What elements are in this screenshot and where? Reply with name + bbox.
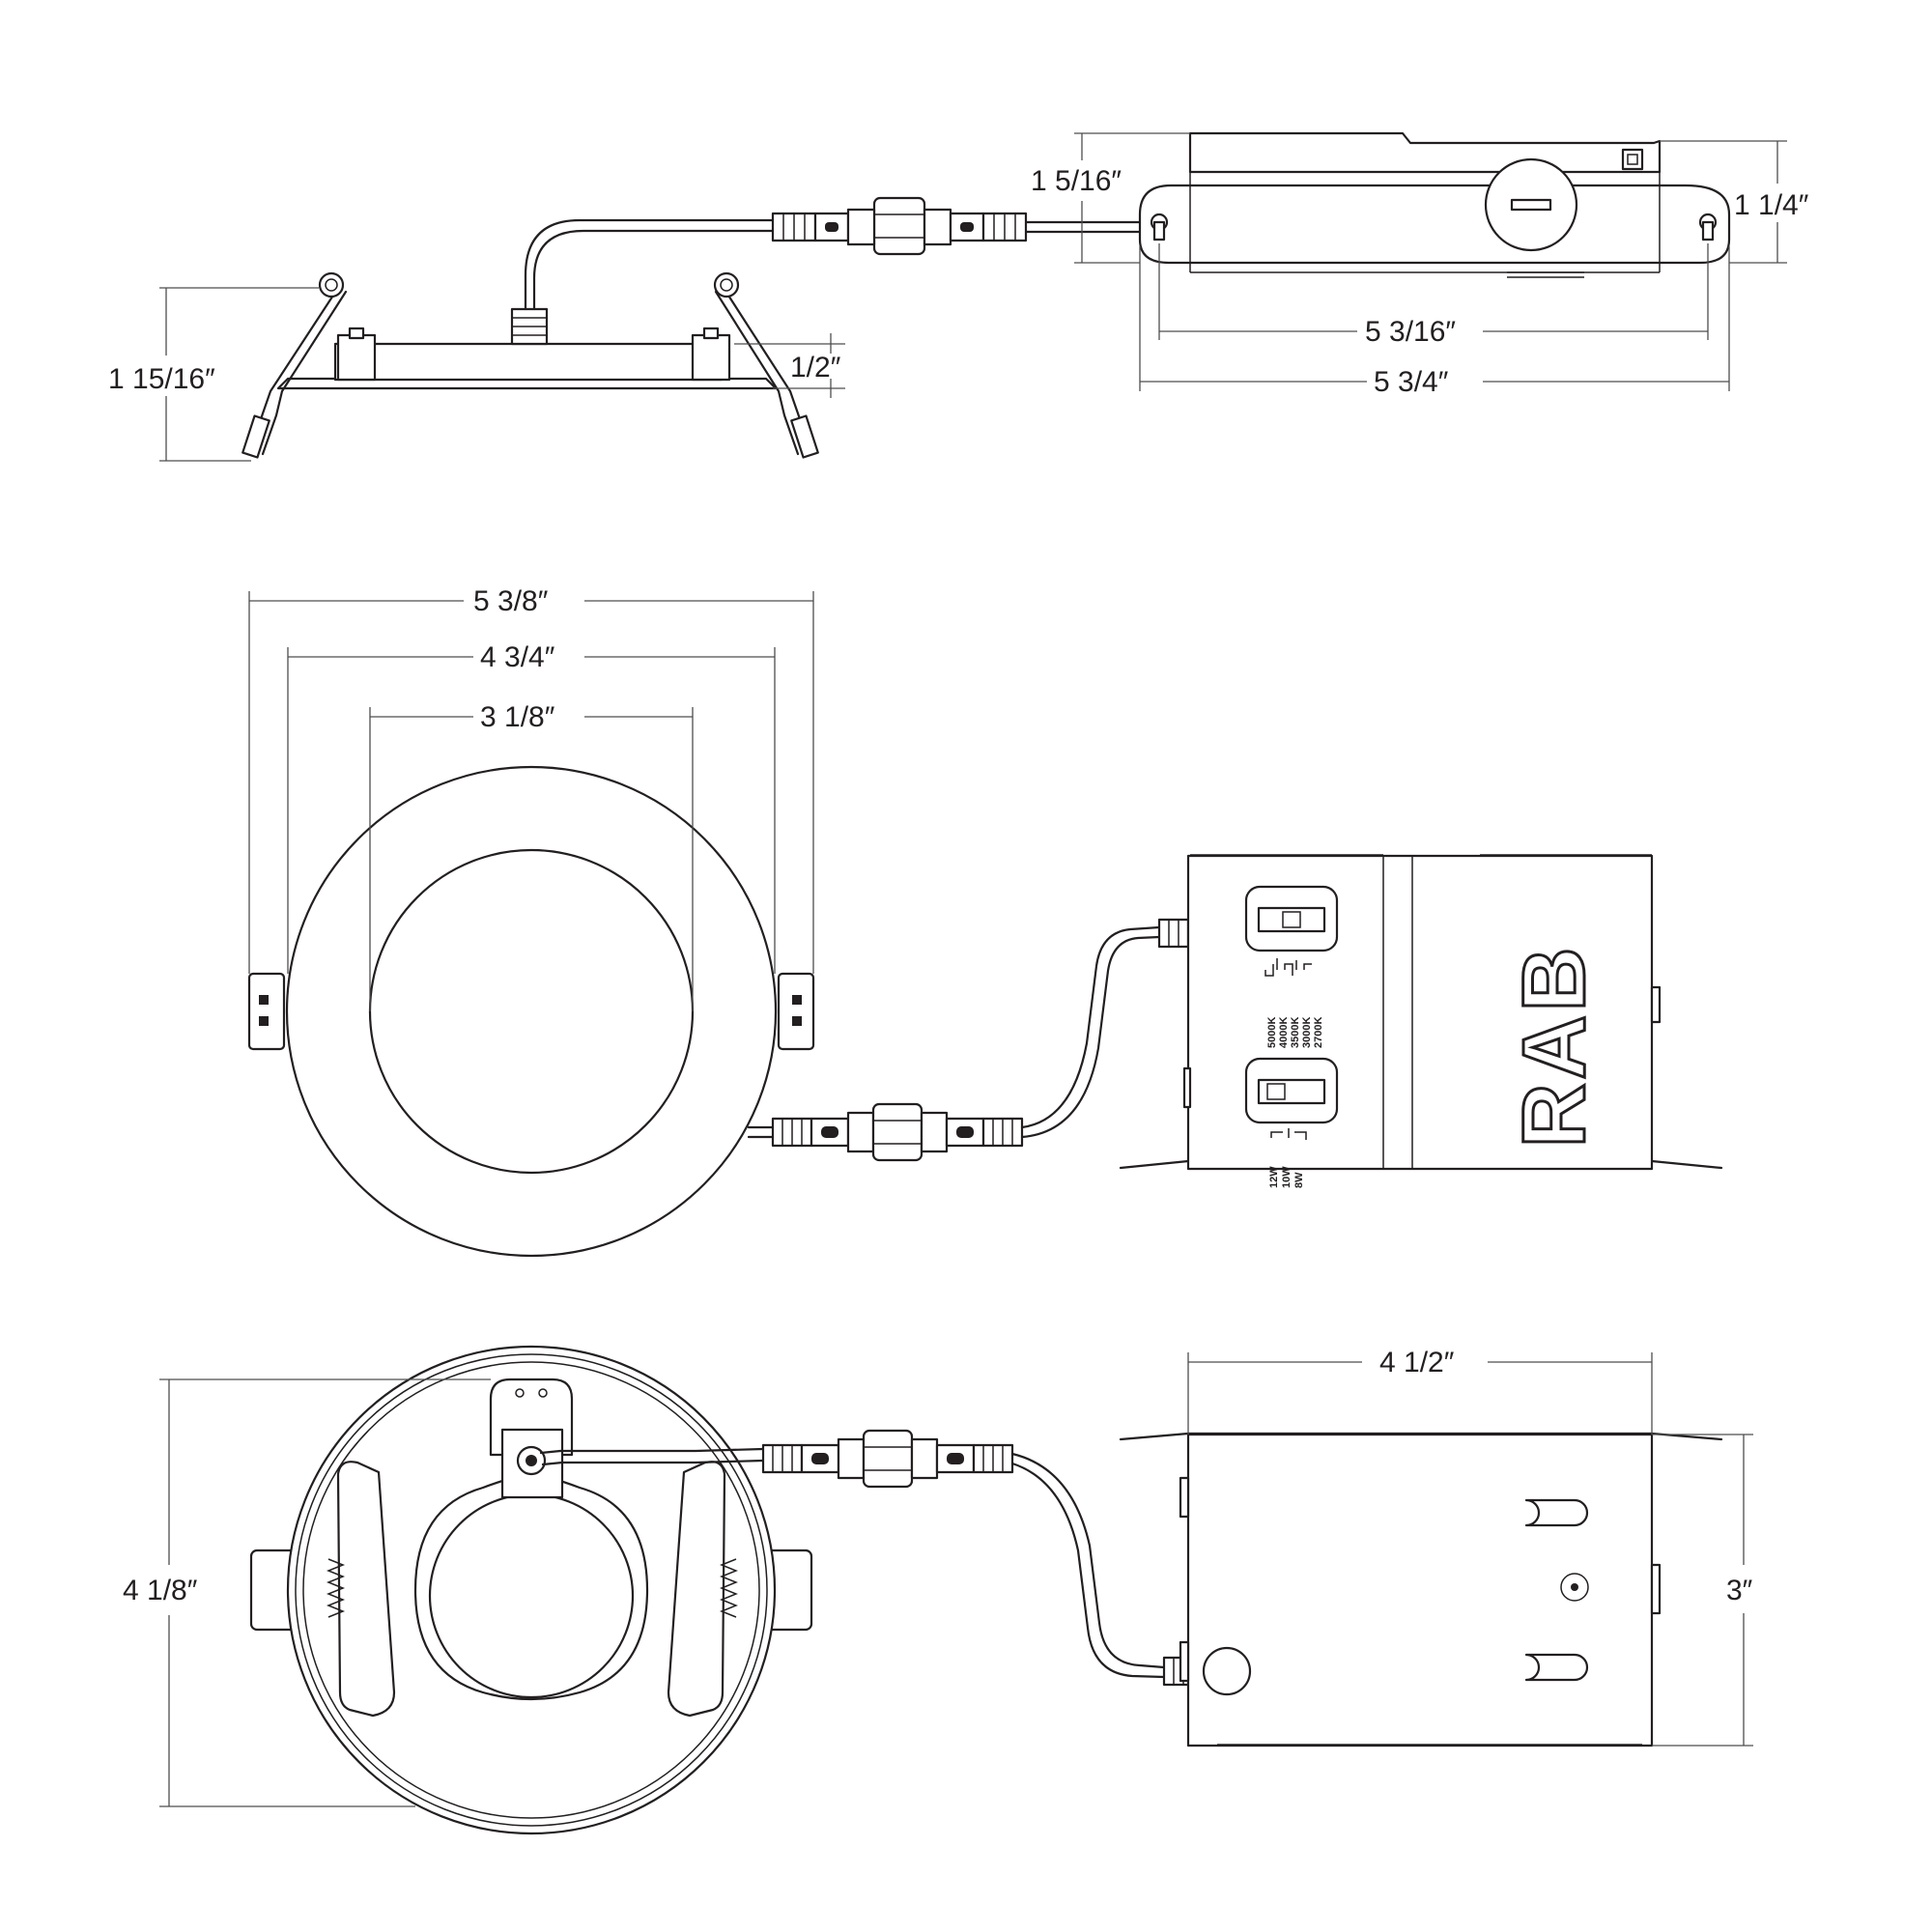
- dim-top-right-mount: 5 3/16″: [1365, 316, 1456, 348]
- dim-top-right-side: 1 1/4″: [1734, 189, 1809, 221]
- junction-box-side-view: [1138, 131, 1731, 278]
- dim-top-right-height: 1 5/16″: [1031, 165, 1122, 197]
- fixture-front-view: [247, 765, 1190, 1258]
- dim-bottom-left-height: 4 1/8″: [123, 1575, 198, 1606]
- fixture-side-view: [242, 196, 1142, 459]
- dim-mid-aperture: 3 1/8″: [480, 701, 555, 733]
- watt-label: 8W: [1293, 1172, 1305, 1188]
- cct-label: 3500K: [1290, 1017, 1301, 1048]
- watt-label: 10W: [1281, 1166, 1293, 1188]
- dim-top-left-height: 1 15/16″: [108, 363, 215, 395]
- dim-mid-clip: 4 3/4″: [480, 641, 555, 673]
- brand-logo: RAB: [1505, 944, 1604, 1148]
- junction-box-front-view: 5000K 4000K 3500K 3000K 2700K 12W 10W 8W…: [1119, 854, 1723, 1188]
- fixture-back-view: [249, 1345, 1195, 1835]
- dimension-labels: 1 15/16″ 1/2″ 1 5/16″ 1 1/4″ 5 3/16″ 5 3…: [108, 165, 1809, 1606]
- junction-box-bottom-view: [1119, 1432, 1723, 1747]
- cct-label: 4000K: [1278, 1017, 1290, 1048]
- watt-label: 12W: [1268, 1166, 1280, 1188]
- dim-top-left-flange: 1/2″: [790, 352, 841, 384]
- dim-mid-outer: 5 3/8″: [473, 585, 549, 617]
- dim-top-right-length: 5 3/4″: [1374, 366, 1449, 398]
- cct-label: 2700K: [1313, 1017, 1324, 1048]
- cct-label: 5000K: [1266, 1017, 1278, 1048]
- dimension-lines: [159, 132, 1787, 1807]
- dim-bottom-right-height: 3″: [1726, 1575, 1753, 1606]
- cct-label: 3000K: [1301, 1017, 1313, 1048]
- dim-bottom-right-width: 4 1/2″: [1379, 1347, 1455, 1378]
